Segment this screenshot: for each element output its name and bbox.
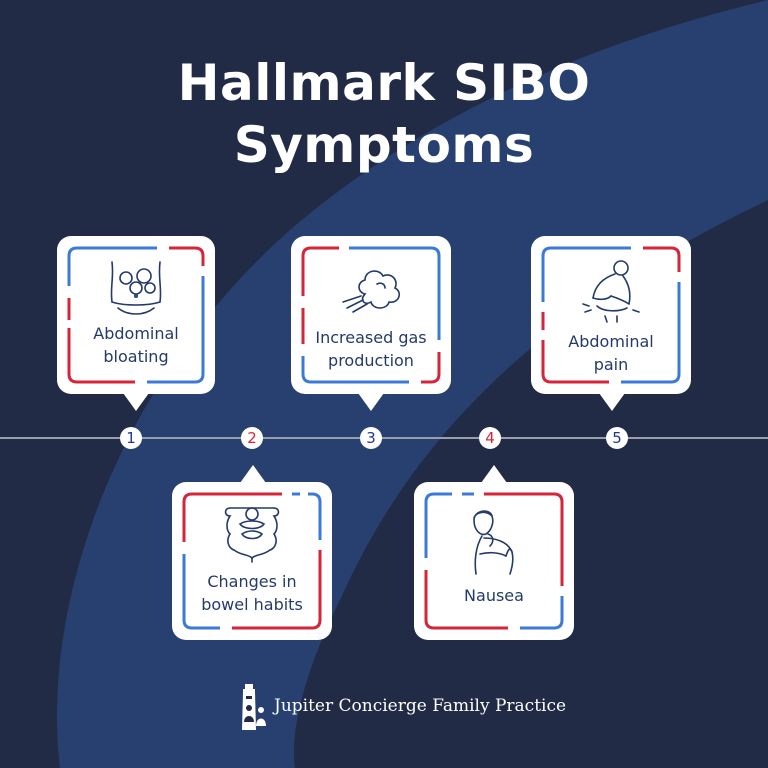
symptom-label: Increased gas production bbox=[291, 326, 451, 372]
timeline-marker-4: 4 bbox=[479, 427, 501, 449]
brand-name: Jupiter Concierge Family Practice bbox=[274, 696, 567, 716]
title-line-1: Hallmark SIBO bbox=[177, 54, 591, 112]
card-frame bbox=[414, 465, 574, 640]
symptom-label-line-1: Changes in bbox=[207, 572, 297, 591]
title-line-2: Symptoms bbox=[233, 116, 535, 174]
symptom-label: Abdominal bloating bbox=[57, 322, 215, 368]
intestines-icon bbox=[224, 507, 280, 563]
symptom-card-bowel: Changes in bowel habits bbox=[172, 462, 332, 640]
symptom-label: Abdominal pain bbox=[531, 330, 691, 376]
stomach-pain-person-icon bbox=[582, 260, 640, 323]
timeline-line bbox=[0, 437, 768, 439]
symptom-label-line-2: bowel habits bbox=[201, 595, 303, 614]
symptom-label-line-1: Nausea bbox=[464, 586, 524, 605]
gas-cloud-icon bbox=[342, 270, 401, 313]
symptom-label-line-2: bloating bbox=[103, 347, 169, 366]
symptom-label-line-1: Abdominal bbox=[568, 332, 654, 351]
symptom-label: Changes in bowel habits bbox=[172, 570, 332, 616]
symptom-card-nausea: Nausea bbox=[414, 462, 574, 640]
nauseous-person-icon bbox=[473, 510, 514, 575]
symptom-label-line-2: pain bbox=[593, 355, 629, 374]
symptom-label: Nausea bbox=[414, 584, 574, 607]
card-frame bbox=[57, 236, 215, 411]
timeline-marker-3: 3 bbox=[360, 427, 382, 449]
card-frame bbox=[291, 236, 451, 411]
symptom-card-pain: Abdominal pain bbox=[531, 236, 691, 414]
timeline-marker-5: 5 bbox=[606, 427, 628, 449]
card-frame bbox=[531, 236, 691, 411]
symptom-label-line-2: production bbox=[328, 351, 414, 370]
footer-brand: Jupiter Concierge Family Practice bbox=[234, 682, 566, 732]
page-title: Hallmark SIBO Symptoms bbox=[0, 52, 768, 176]
bloated-abdomen-icon bbox=[110, 261, 162, 315]
timeline-marker-2: 2 bbox=[241, 427, 263, 449]
symptom-card-bloating: Abdominal bloating bbox=[57, 236, 215, 414]
lighthouse-family-logo bbox=[242, 684, 266, 730]
timeline-marker-1: 1 bbox=[120, 427, 142, 449]
symptom-label-line-1: Abdominal bbox=[93, 324, 179, 343]
symptom-card-gas: Increased gas production bbox=[291, 236, 451, 414]
symptom-label-line-1: Increased gas bbox=[315, 328, 427, 347]
